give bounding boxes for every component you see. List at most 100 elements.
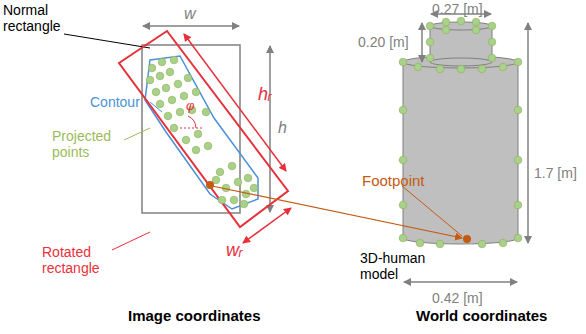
point [250,184,258,192]
label: Normal rectangle [3,2,93,34]
leader-line [64,34,150,48]
point [170,124,178,132]
point [499,63,507,71]
point [478,65,486,73]
label: Contour [90,94,140,110]
point [399,201,407,209]
normal-rectangle [142,45,240,213]
point [176,108,184,116]
point [514,106,522,114]
angle-reference [176,128,204,129]
angle-arc [188,116,196,128]
point [514,234,522,242]
point [478,240,486,248]
point [164,112,172,120]
point [488,38,496,46]
point [240,200,248,208]
point [426,54,434,62]
point [184,74,192,82]
point [216,168,224,176]
model-points [399,17,522,248]
body-width-dimension [404,281,517,283]
footpoint-arrow [212,186,462,238]
leader-line [124,128,150,140]
point [156,100,164,108]
label: Rotated rectangle [42,244,114,276]
point [436,240,444,248]
point [168,96,176,104]
point [182,136,190,144]
head-height-dimension [421,23,423,62]
point [162,84,170,92]
point [202,108,210,116]
point [228,162,236,170]
label: World coordinates [416,307,547,325]
point [399,156,407,164]
footpoint-dot [463,235,471,243]
point [230,196,238,204]
rotated-height-dimension [184,34,286,171]
point [436,65,444,73]
point [212,176,220,184]
point [472,26,480,34]
rotated-rectangle [119,31,288,227]
point [414,63,422,71]
contour [145,56,258,209]
footpoint-dot [206,181,214,189]
leader-line [402,186,462,236]
point [472,18,480,26]
point [204,142,212,150]
point [158,58,166,66]
label: 0.42 [m] [432,290,483,306]
label: φ [186,98,194,114]
point [170,56,178,64]
point [488,54,496,62]
point [192,88,200,96]
point [148,64,156,72]
label: Projected points [52,128,132,160]
point [514,156,522,164]
point [399,234,407,242]
label: Image coordinates [128,307,261,325]
human-model [403,22,518,244]
point [174,80,182,88]
point [442,18,450,26]
leader-line [112,232,150,250]
height-dimension [269,46,271,212]
label: hᵣ [258,84,271,105]
point [514,58,522,66]
label: 0.27 [m] [432,1,483,17]
point [426,38,434,46]
label: 0.20 [m] [358,34,409,50]
point [192,146,200,154]
body-height-dimension [527,23,529,243]
point [442,26,450,34]
point [514,201,522,209]
point [499,239,507,247]
point [156,72,164,80]
point [488,22,496,30]
label: 3D-human model [360,250,432,282]
point [457,65,465,73]
width-dimension [143,25,239,27]
point [416,239,424,247]
point [194,130,202,138]
point [399,106,407,114]
point [426,22,434,30]
point [457,17,465,25]
label: Footpoint [362,172,425,190]
label: h [278,118,287,137]
point [146,76,154,84]
point [218,196,226,204]
point [399,58,407,66]
point [166,68,174,76]
label: wᵣ [226,240,242,261]
label: 1.7 [m] [534,165,577,181]
point [152,88,160,96]
label: w [184,4,196,23]
rotated-width-dimension [243,208,291,243]
projected-points [146,56,258,208]
point [234,178,242,186]
